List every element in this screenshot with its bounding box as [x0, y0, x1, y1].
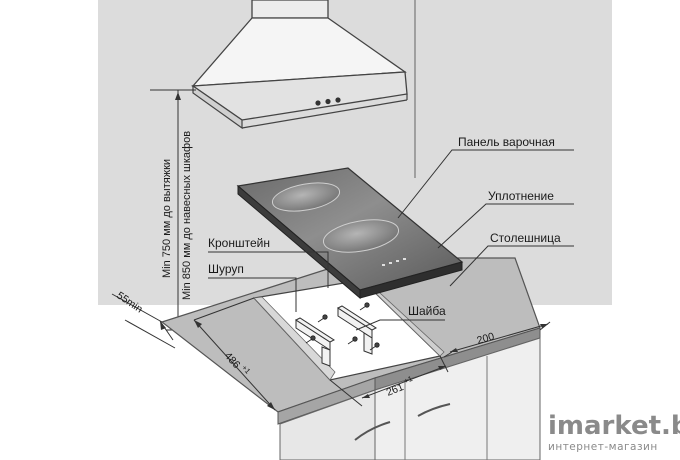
cabinets-min-distance-label: Min 850 мм до навесных шкафов [181, 131, 193, 300]
mounting-bracket [294, 305, 378, 367]
countertop-label: Столешница [490, 231, 561, 245]
cutout-width-superscript: +1 [402, 374, 413, 386]
bracket-label: Кронштейн [208, 236, 270, 250]
range-hood [191, 0, 408, 130]
cooking-zone-front [322, 219, 400, 253]
watermark-sub: интернет-магазин [548, 441, 658, 453]
cooktop-label: Панель варочная [458, 135, 555, 149]
screw-label: Шуруп [208, 262, 244, 276]
leader-lines [208, 149, 574, 331]
cooking-zone-rear [271, 182, 341, 212]
watermark: imarket.by интернет-магазин [548, 411, 680, 453]
edge-min-dimension [111, 293, 176, 349]
drawer-handle-icon [417, 403, 451, 417]
watermark-brand: imarket.by [548, 411, 680, 441]
seal-label: Уплотнение [488, 189, 554, 203]
washer-label: Шайба [408, 304, 446, 318]
countertop-cutout [252, 279, 445, 381]
touch-controls-icon [382, 258, 406, 266]
drawer-handle-icon [354, 421, 391, 441]
base-cabinet [279, 337, 541, 460]
screw-icon [305, 302, 380, 351]
cutout-width-dimension [329, 355, 449, 407]
hood-control-knob-icon [325, 98, 331, 105]
hood-control-knob-icon [335, 97, 341, 103]
side-width-value: 200 [476, 330, 496, 346]
hood-min-distance-label: Min 750 мм до вытяжки [161, 159, 173, 278]
hood-control-knob-icon [315, 100, 321, 106]
side-width-dimension [443, 321, 551, 358]
depth-dimension [193, 297, 276, 411]
cooktop-panel [236, 167, 464, 300]
